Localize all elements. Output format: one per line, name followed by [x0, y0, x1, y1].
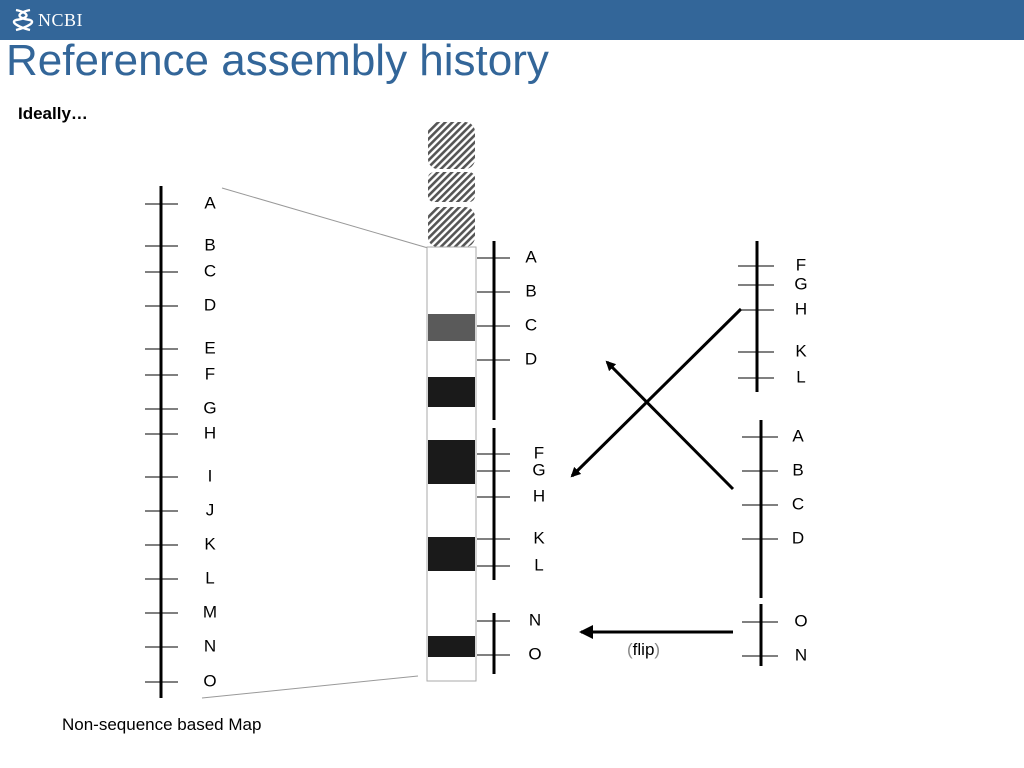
map-marker-h-label: H [204, 423, 216, 442]
chromosome-ideogram [426, 122, 477, 682]
unplaced-contig-abcd-c-label: C [792, 494, 804, 513]
ncbi-logo[interactable]: NCBI [12, 6, 83, 34]
unplaced-contig-fghkl-f-label: F [796, 255, 806, 274]
map-caption: Non-sequence based Map [62, 715, 262, 734]
placed-contig-2-k-label: K [533, 528, 545, 547]
band-4 [428, 636, 475, 657]
unplaced-contig-fghkl-h-label: H [795, 299, 807, 318]
map-marker-o-label: O [203, 671, 216, 690]
connector-bottom [201, 675, 419, 699]
placed-contig-2-h-label: H [533, 486, 545, 505]
logo-text: NCBI [38, 9, 84, 30]
top-bar: NCBI [0, 0, 1024, 40]
placed-contig-3-n-label: N [529, 610, 541, 629]
placed-contig-2-g-label: G [532, 460, 545, 479]
unplaced-contig-on-o-label: O [794, 611, 807, 630]
map-marker-d-label: D [204, 295, 216, 314]
placed-contig-1-b-label: B [525, 281, 536, 300]
placed-contig-1-c-label: C [525, 315, 537, 334]
placed-contig-2-l-label: L [534, 555, 543, 574]
map-marker-n-label: N [204, 636, 216, 655]
centromere-mid [428, 172, 475, 202]
unplaced-contig-fghkl-k-label: K [795, 341, 807, 360]
placed-contig-1-d-label: D [525, 349, 537, 368]
map-marker-j-label: J [206, 500, 215, 519]
band-2 [428, 440, 475, 484]
slide-subtitle: Ideally… [18, 104, 88, 123]
band-1 [428, 377, 475, 407]
map-marker-i-label: I [208, 466, 213, 485]
unplaced-contig-fghkl-g-label: G [794, 274, 807, 293]
slide-title: Reference assembly history [6, 36, 549, 85]
map-marker-b-label: B [204, 235, 215, 254]
map-marker-f-label: F [205, 364, 215, 383]
arrow-fghkl-to-chromosome [570, 307, 743, 478]
unplaced-contig-fghkl-l-label: L [796, 367, 805, 386]
band-3 [428, 537, 475, 571]
map-marker-e-label: E [204, 338, 215, 357]
placed-contig-1-a-label: A [525, 247, 537, 266]
map-marker-a-label: A [204, 193, 216, 212]
placed-contig-3-o-label: O [528, 644, 541, 663]
band-gray [428, 314, 475, 341]
connector-top [221, 187, 429, 249]
ncbi-helix-icon [12, 8, 34, 32]
centromere-top [428, 122, 475, 169]
unplaced-contig-abcd-d-label: D [792, 528, 804, 547]
unplaced-contig-on-n-label: N [795, 645, 807, 664]
map-marker-k-label: K [204, 534, 216, 553]
map-marker-c-label: C [204, 261, 216, 280]
map-marker-m-label: M [203, 602, 217, 621]
arrow-abcd-to-chromosome [605, 360, 735, 491]
map-marker-l-label: L [205, 568, 214, 587]
placed-contig-2-f-label: F [534, 443, 544, 462]
flip-label: (flip) [627, 640, 661, 659]
map-marker-g-label: G [203, 398, 216, 417]
centromere-low [428, 207, 475, 247]
unplaced-contig-abcd-b-label: B [792, 460, 803, 479]
unplaced-contig-abcd-a-label: A [792, 426, 804, 445]
